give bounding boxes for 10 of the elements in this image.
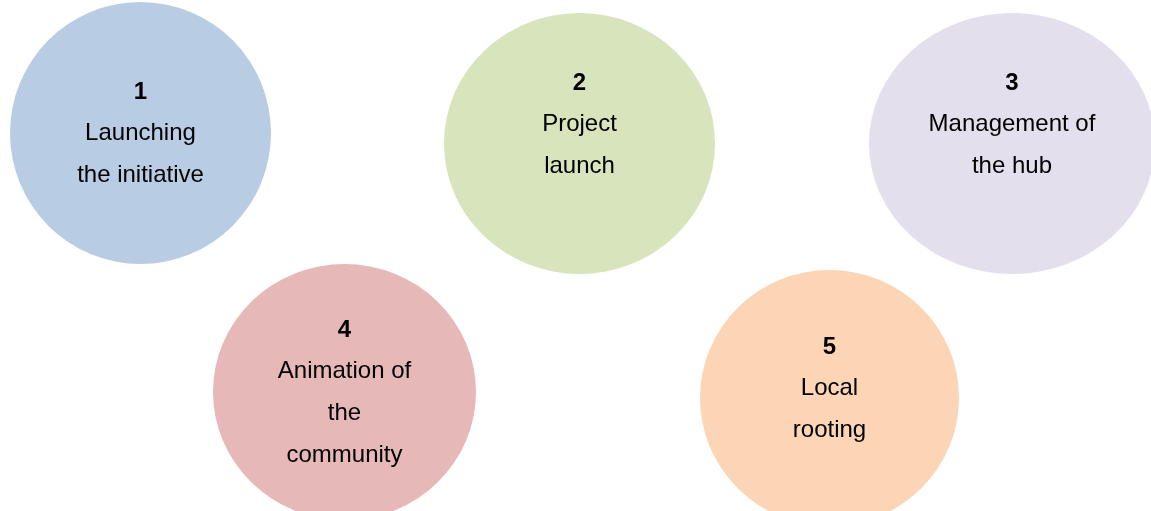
step-label: Animation of the community (276, 355, 413, 469)
step-label: Management of the hub (927, 107, 1097, 180)
step-label: Project launch (541, 107, 618, 180)
step-label: Launching the initiative (76, 117, 205, 189)
step-number: 4 (337, 314, 352, 344)
step-label: Local rooting (791, 372, 868, 444)
step-number: 5 (822, 331, 837, 361)
step-number: 3 (1005, 66, 1019, 97)
step-number: 1 (133, 76, 148, 106)
step-number: 2 (572, 66, 587, 97)
